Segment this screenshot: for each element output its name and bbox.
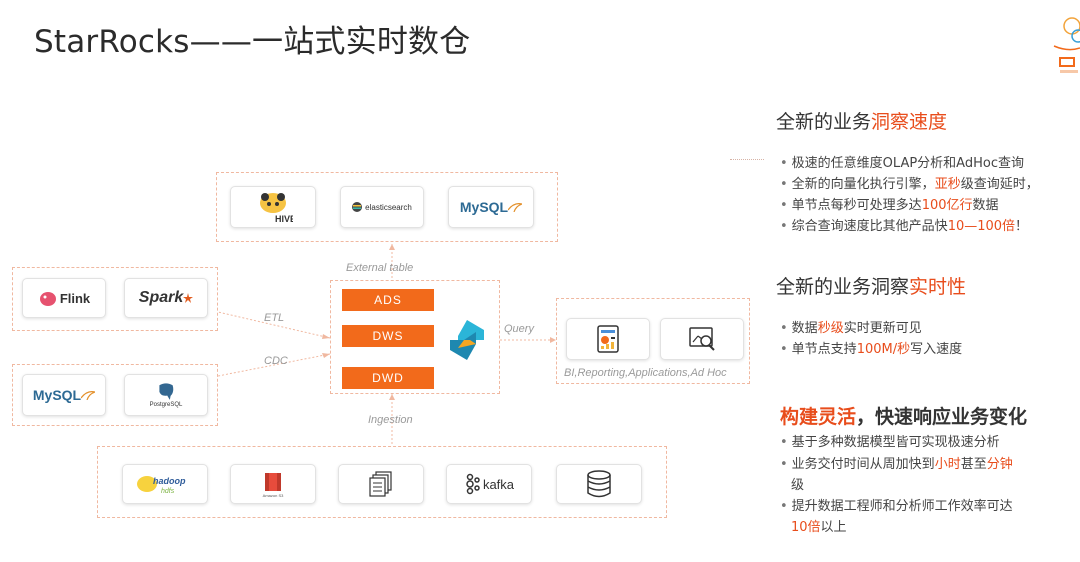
external-sources-box <box>216 172 558 242</box>
kafka-label: kafka <box>482 476 515 492</box>
realtime-title-plain: 全新的业务洞察 <box>776 276 910 298</box>
mysql-dolphin-icon <box>81 391 96 400</box>
kafka-card: kafka <box>446 464 532 504</box>
starrocks-logo-icon <box>450 320 484 360</box>
hive-icon: HIVE <box>260 193 293 224</box>
etl-sources-box <box>12 267 218 331</box>
flink-card: Flink <box>22 278 106 318</box>
speed-section-title: 全新的业务洞察速度 <box>776 107 947 134</box>
slide-title: StarRocks——一站式实时数仓 <box>34 24 471 60</box>
kafka-icon <box>466 473 480 495</box>
etl-label: ETL <box>264 312 285 324</box>
mysql-external-card: MySQL <box>448 186 534 228</box>
corner-logo-icon <box>1053 17 1080 73</box>
svg-text:hdfs: hdfs <box>161 488 175 495</box>
mysql-cdc-label: MySQL <box>32 387 82 403</box>
flink-label: Flink <box>59 290 91 306</box>
elasticsearch-card: elasticsearch <box>340 186 424 228</box>
realtime-bullet-1: 数据秒级实时更新可见 <box>780 319 922 339</box>
postgresql-icon <box>158 382 175 402</box>
flexible-bullet-3: 提升数据工程师和分析师工作效率可达 <box>780 497 1013 517</box>
layer-dwd: DWD <box>342 367 434 389</box>
database-icon <box>587 470 611 498</box>
flexible-bullet-3-cont: 10倍以上 <box>791 520 847 535</box>
elasticsearch-icon <box>352 202 363 212</box>
speed-title-highlight: 洞察速度 <box>871 111 948 133</box>
hive-label: HIVE <box>275 214 293 224</box>
analytics-card <box>660 318 744 360</box>
dotted-connector <box>730 159 764 160</box>
query-label: Query <box>504 323 534 335</box>
postgresql-card: PostgreSQL <box>124 374 208 416</box>
cdc-label: CDC <box>264 355 288 367</box>
spark-star-icon <box>183 293 194 303</box>
speed-bullet-1: 极速的任意维度OLAP分析和AdHoc查询 <box>780 154 1024 174</box>
svg-text:hadoop: hadoop <box>153 476 186 486</box>
amazon-s3-card: Amazon S3 <box>230 464 316 504</box>
cdc-sources-box <box>12 364 218 426</box>
flexible-title-plain: ，快速响应业务变化 <box>856 406 1028 428</box>
flexible-bullet-2: 业务交付时间从周加快到小时甚至分钟 <box>780 455 1013 475</box>
spark-label: Spark <box>138 289 184 306</box>
speed-bullet-3: 单节点每秒可处理多达100亿行数据 <box>780 196 999 216</box>
files-card <box>338 464 424 504</box>
amazon-s3-icon <box>265 472 281 491</box>
starrocks-core-box <box>330 280 500 394</box>
mysql-dolphin-icon <box>508 203 523 212</box>
mysql-cdc-card: MySQL <box>22 374 106 416</box>
analytics-search-icon <box>689 327 715 351</box>
flexible-section-title: 构建灵活，快速响应业务变化 <box>780 402 1027 429</box>
amazon-s3-label: Amazon S3 <box>262 492 284 498</box>
hadoop-card: hadoop hdfs <box>122 464 208 504</box>
flexible-bullet-2-cont: 级 <box>791 478 805 493</box>
ingestion-sources-box <box>97 446 667 518</box>
postgresql-label: PostgreSQL <box>149 402 183 408</box>
elasticsearch-label: elasticsearch <box>365 202 412 212</box>
realtime-section-title: 全新的业务洞察实时性 <box>776 272 966 299</box>
realtime-title-highlight: 实时性 <box>909 276 967 298</box>
speed-bullet-2: 全新的向量化执行引擎，亚秒级查询延时， <box>780 175 1039 195</box>
flexible-bullet-1: 基于多种数据模型皆可实现极速分析 <box>780 433 1000 453</box>
report-icon <box>597 325 619 353</box>
speed-bullet-4: 综合查询速度比其他产品快10—100倍！ <box>780 217 1028 237</box>
files-icon <box>369 471 392 497</box>
report-card <box>566 318 650 360</box>
speed-title-plain: 全新的业务 <box>776 111 872 133</box>
flink-icon <box>39 292 56 306</box>
mysql-label: MySQL <box>459 199 509 215</box>
layer-dws: DWS <box>342 325 434 347</box>
database-card <box>556 464 642 504</box>
output-label: BI,Reporting,Applications,Ad Hoc <box>564 367 727 379</box>
ingestion-label: Ingestion <box>368 414 413 426</box>
external-table-label: External table <box>346 262 414 274</box>
spark-card: Spark <box>124 278 208 318</box>
flexible-title-highlight: 构建灵活 <box>780 406 857 428</box>
hadoop-icon: hadoop hdfs <box>137 476 186 495</box>
output-box <box>556 298 750 384</box>
layer-ads: ADS <box>342 289 434 311</box>
realtime-bullet-2: 单节点支持100M/秒写入速度 <box>780 340 962 360</box>
hive-card: HIVE <box>230 186 316 228</box>
